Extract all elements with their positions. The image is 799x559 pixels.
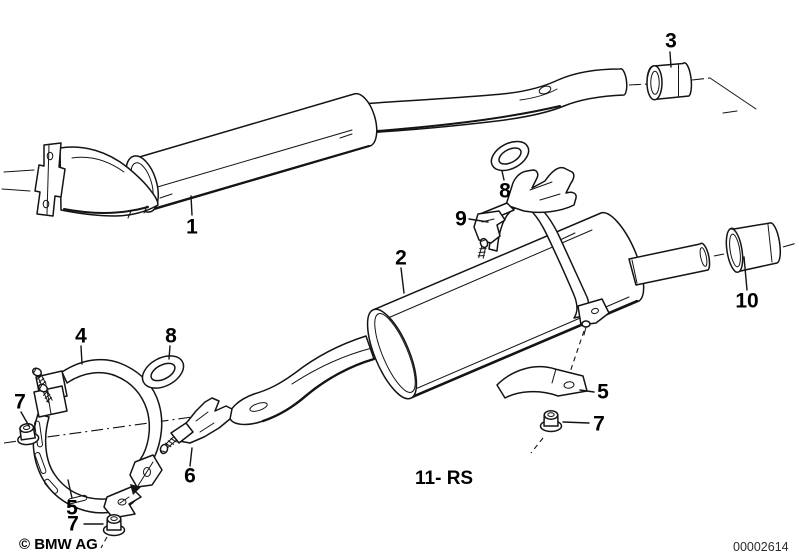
callout-10: 10 (735, 289, 759, 313)
mounting-ring-assembly (14, 355, 233, 549)
variant-note: 11- RS (415, 468, 474, 489)
callout-6: 6 (184, 464, 196, 488)
bracket-5-right (496, 366, 588, 399)
callout-3: 3 (665, 29, 677, 53)
front-flange (34, 142, 66, 217)
leader-lines (20, 51, 748, 525)
front-pipe-assembly (1, 62, 693, 219)
callout-5-right: 5 (597, 380, 609, 404)
callout-7-bottom: 7 (67, 512, 79, 536)
muffler-outlet-pipe (628, 242, 711, 286)
callout-4: 4 (75, 324, 87, 348)
front-elbow-pipe (59, 146, 159, 217)
document-number: 00002614 (733, 540, 789, 554)
front-silencer-body (128, 92, 378, 212)
callout-8-left: 8 (165, 324, 177, 348)
copyright-text: © BMW AG (19, 536, 98, 553)
callout-2: 2 (395, 246, 407, 270)
callout-9: 9 (455, 207, 467, 231)
gasket-8-right (490, 140, 530, 172)
support-bracket-9 (473, 210, 506, 244)
hanger-bracket (505, 166, 577, 214)
callout-7-left: 7 (14, 390, 26, 414)
callout-1: 1 (186, 215, 198, 239)
front-pipe (359, 68, 628, 134)
callout-7-right: 7 (593, 412, 605, 436)
rear-muffler-assembly (228, 140, 782, 454)
callout-8-right: 8 (499, 179, 511, 203)
callout-5-left: 5 (66, 496, 78, 520)
